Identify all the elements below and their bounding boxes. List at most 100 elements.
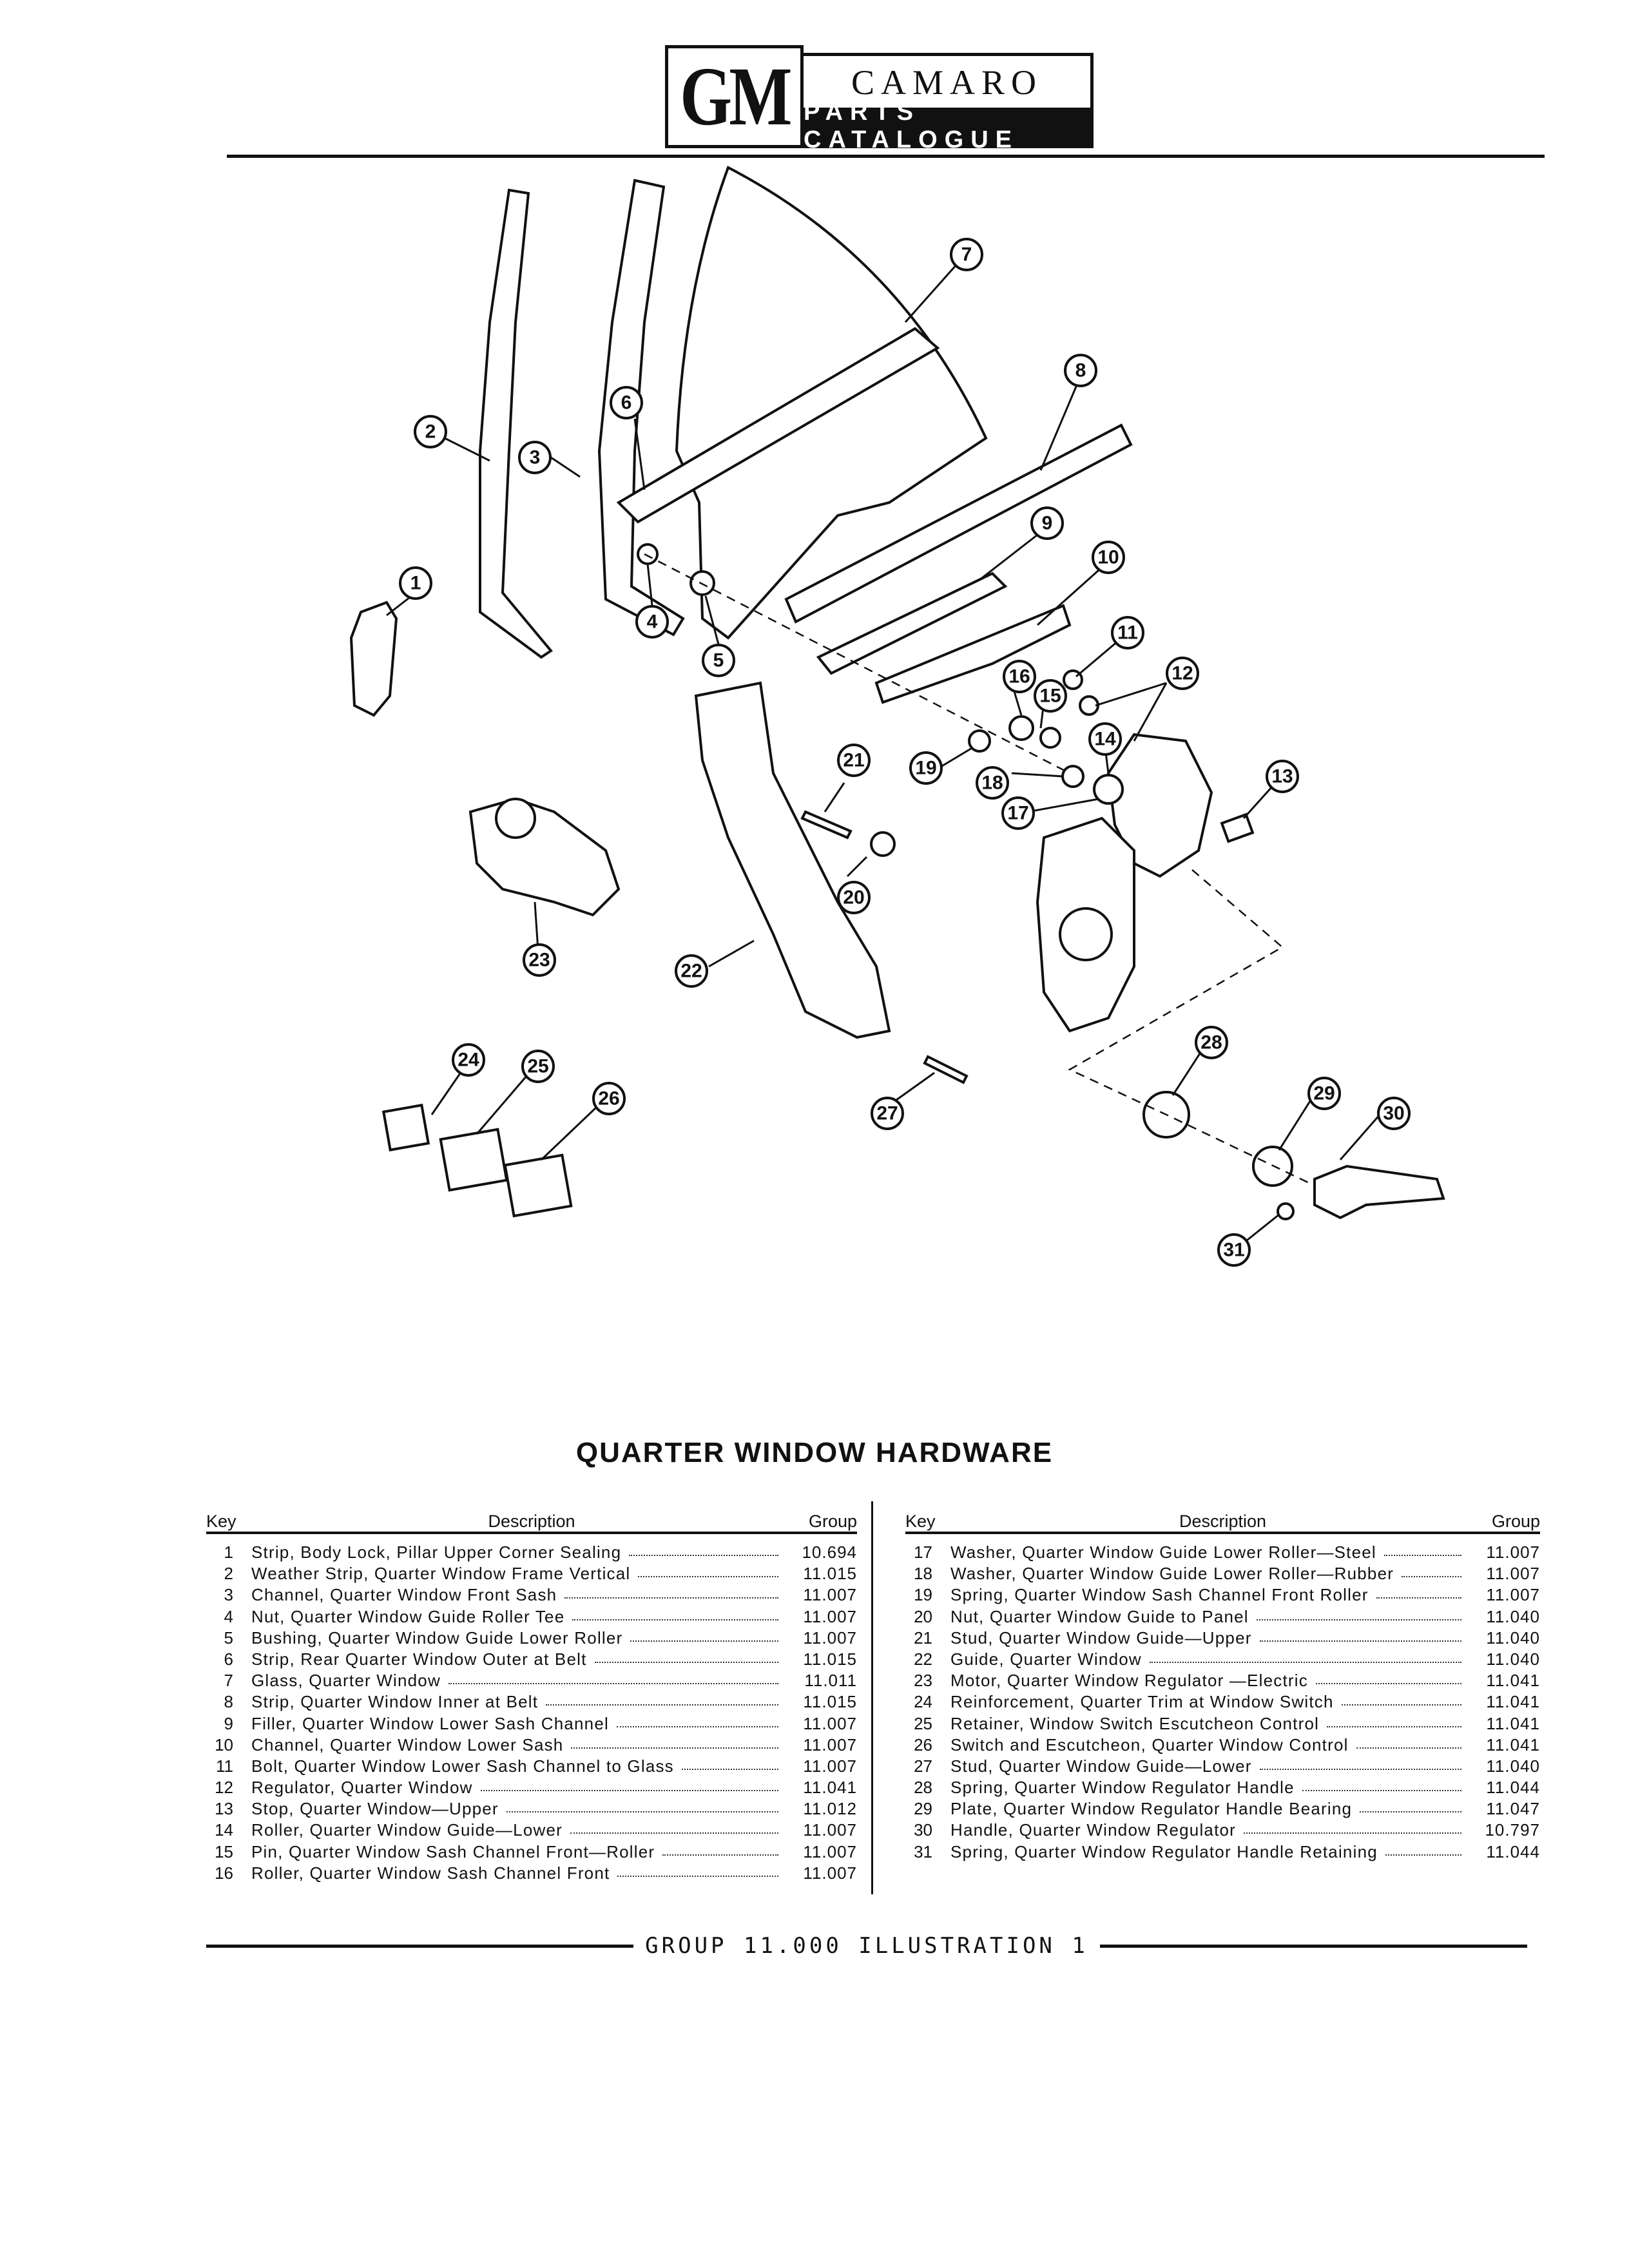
assembly-line-upper [644, 553, 1070, 774]
part-key: 4 [224, 1606, 233, 1626]
part-description: Nut, Quarter Window Guide to Panel [950, 1606, 1249, 1626]
part-group: 11.007 [803, 1863, 857, 1883]
part-group: 11.012 [803, 1799, 857, 1819]
dot-leader [1259, 1628, 1461, 1642]
callout-7: 7 [950, 238, 983, 271]
header-description: Description [488, 1512, 575, 1531]
part-outer-belt-strip [616, 327, 940, 524]
part-group: 11.040 [1486, 1756, 1540, 1776]
callout-18: 18 [976, 766, 1009, 800]
svg-text:4: 4 [647, 611, 658, 633]
dot-leader [616, 1713, 778, 1727]
part-description-cell: Regulator, Quarter Window [251, 1777, 786, 1798]
part-key: 13 [215, 1799, 233, 1819]
part-pin-15 [1039, 727, 1061, 749]
part-key: 21 [914, 1628, 932, 1648]
part-group: 11.047 [1486, 1799, 1540, 1819]
callout-6: 6 [610, 386, 643, 419]
svg-text:13: 13 [1271, 766, 1293, 787]
part-description-cell: Stop, Quarter Window—Upper [251, 1798, 786, 1820]
part-description-cell: Channel, Quarter Window Front Sash [251, 1584, 786, 1606]
part-description-cell: Spring, Quarter Window Regulator Handle … [950, 1841, 1469, 1863]
dot-leader [448, 1670, 778, 1685]
part-key: 10 [215, 1735, 233, 1754]
callout-4: 4 [635, 605, 669, 639]
dot-leader [1149, 1649, 1461, 1663]
part-description-cell: Strip, Quarter Window Inner at Belt [251, 1691, 786, 1713]
dot-leader [617, 1863, 778, 1877]
part-description-cell: Glass, Quarter Window [251, 1670, 786, 1691]
svg-text:11: 11 [1117, 622, 1138, 644]
callout-2: 2 [414, 415, 447, 448]
dot-leader [1383, 1542, 1461, 1556]
table-row: 13 Stop, Quarter Window—Upper 11.012 [206, 1798, 857, 1820]
part-description-cell: Washer, Quarter Window Guide Lower Rolle… [950, 1563, 1469, 1584]
part-group: 11.007 [1486, 1564, 1540, 1584]
part-description: Reinforcement, Quarter Trim at Window Sw… [950, 1692, 1334, 1712]
part-description-cell: Strip, Body Lock, Pillar Upper Corner Se… [251, 1542, 786, 1563]
callout-25: 25 [521, 1050, 555, 1083]
part-description-cell: Weather Strip, Quarter Window Frame Vert… [251, 1563, 786, 1584]
callout-11: 11 [1111, 616, 1144, 649]
part-group: 11.015 [803, 1692, 857, 1712]
part-description-cell: Roller, Quarter Window Guide—Lower [251, 1820, 786, 1841]
logo-text: GM [679, 50, 792, 143]
svg-text:26: 26 [598, 1088, 619, 1110]
callout-12: 12 [1166, 657, 1199, 690]
svg-text:29: 29 [1313, 1083, 1335, 1104]
dot-leader [1302, 1777, 1461, 1792]
dot-leader [1376, 1584, 1461, 1599]
part-description-cell: Pin, Quarter Window Sash Channel Front—R… [251, 1841, 786, 1863]
part-spring-19 [968, 729, 991, 753]
svg-text:30: 30 [1383, 1103, 1404, 1124]
part-group: 11.011 [804, 1671, 857, 1691]
part-description: Regulator, Quarter Window [251, 1778, 473, 1798]
part-roller-14 [1093, 774, 1124, 805]
part-group: 11.007 [803, 1820, 857, 1840]
part-group: 11.007 [803, 1713, 857, 1733]
part-group: 11.007 [1486, 1585, 1540, 1605]
part-description: Channel, Quarter Window Lower Sash [251, 1735, 564, 1754]
part-group: 10.694 [802, 1542, 857, 1562]
svg-text:12: 12 [1171, 663, 1193, 684]
part-description: Washer, Quarter Window Guide Lower Rolle… [950, 1542, 1376, 1562]
callout-31: 31 [1217, 1233, 1251, 1267]
part-description-cell: Handle, Quarter Window Regulator [950, 1820, 1469, 1841]
part-group: 11.007 [803, 1606, 857, 1626]
part-key: 6 [224, 1649, 233, 1669]
part-group: 11.007 [1486, 1542, 1540, 1562]
part-description-cell: Switch and Escutcheon, Quarter Window Co… [950, 1735, 1469, 1756]
part-description: Guide, Quarter Window [950, 1649, 1142, 1669]
dot-leader [1360, 1798, 1461, 1813]
part-body-lock-strip [349, 601, 398, 717]
callout-13: 13 [1266, 760, 1299, 793]
part-key: 22 [914, 1649, 932, 1669]
callout-24: 24 [452, 1043, 485, 1077]
part-group: 11.007 [803, 1841, 857, 1861]
table-header: Key Description Group [905, 1498, 1540, 1534]
part-description: Retainer, Window Switch Escutcheon Contr… [950, 1713, 1320, 1733]
part-key: 30 [914, 1820, 932, 1840]
part-inner-belt-strip [784, 423, 1133, 624]
part-description: Stud, Quarter Window Guide—Upper [950, 1628, 1252, 1648]
dot-leader [662, 1841, 778, 1856]
part-description: Roller, Quarter Window Guide—Lower [251, 1820, 563, 1840]
part-group: 11.044 [1486, 1841, 1540, 1861]
part-description-cell: Retainer, Window Switch Escutcheon Contr… [950, 1713, 1469, 1735]
dot-leader [594, 1649, 778, 1663]
svg-text:18: 18 [981, 773, 1003, 794]
